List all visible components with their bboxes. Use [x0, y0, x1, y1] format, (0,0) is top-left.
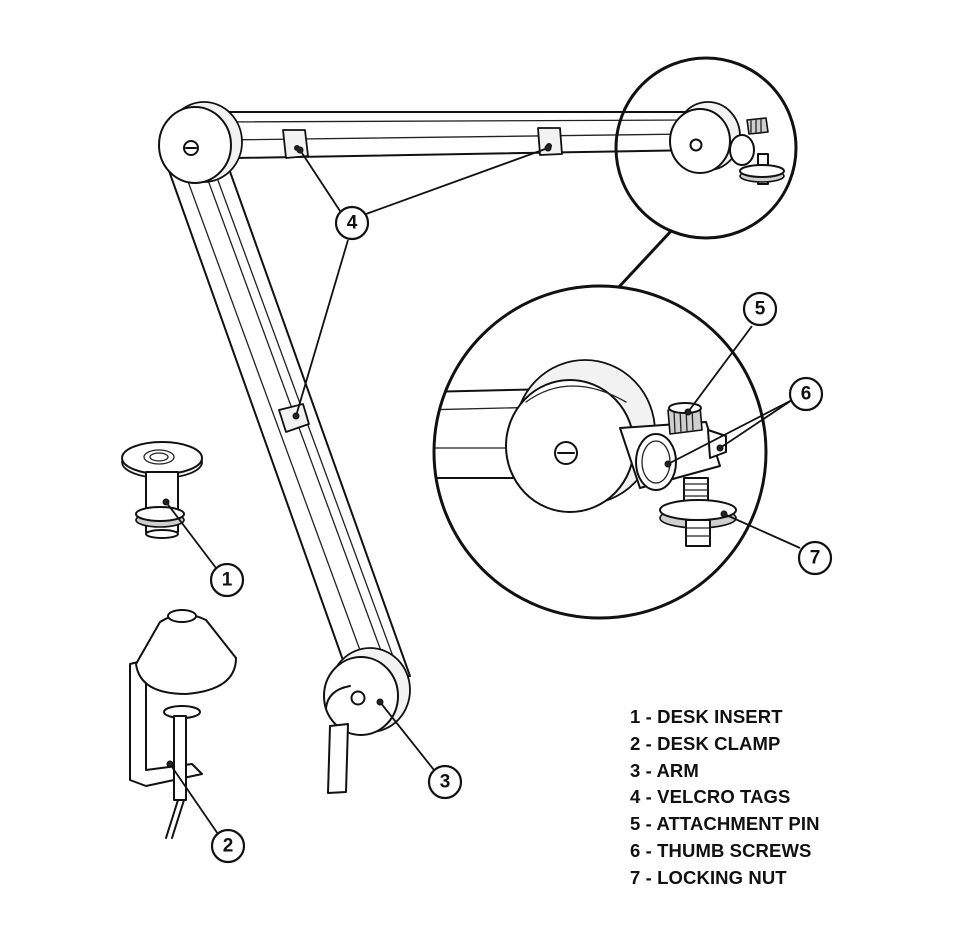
- callout-6: 6: [788, 376, 824, 412]
- callout-4: 4: [334, 205, 370, 241]
- callout-3: 3: [427, 764, 463, 800]
- desk-clamp: [129, 609, 237, 839]
- callout-number-5: 5: [755, 299, 766, 320]
- boom-arm: [158, 101, 785, 794]
- legend-item-velcro-tags: 4 - VELCRO TAGS: [630, 786, 791, 808]
- detail-circle-large: [432, 284, 768, 620]
- legend-item-attachment-pin: 5 - ATTACHMENT PIN: [630, 813, 820, 835]
- callout-number-7: 7: [810, 548, 821, 569]
- callout-number-1: 1: [222, 570, 233, 591]
- velcro-tag-right: [537, 127, 563, 156]
- lower-hinge: [323, 647, 411, 794]
- parts-legend: 1 - DESK INSERT 2 - DESK CLAMP 3 - ARM 4…: [630, 704, 820, 892]
- detail-circle-small: [614, 56, 798, 240]
- callout-7: 7: [797, 540, 833, 576]
- legend-item-desk-clamp: 2 - DESK CLAMP: [630, 732, 781, 754]
- legend-item-thumb-screws: 6 - THUMB SCREWS: [630, 839, 812, 861]
- callout-5: 5: [742, 291, 778, 327]
- callout-2: 2: [210, 828, 246, 864]
- leader-lines: [162, 144, 801, 835]
- legend-item-arm: 3 - ARM: [630, 759, 699, 781]
- callout-number-3: 3: [440, 772, 451, 793]
- callout-number-4: 4: [347, 213, 358, 234]
- zoom-connector: [616, 228, 674, 290]
- legend-item-locking-nut: 7 - LOCKING NUT: [630, 866, 787, 888]
- velcro-tag-left: [282, 129, 309, 159]
- desk-insert: [121, 441, 203, 539]
- callout-1: 1: [209, 562, 245, 598]
- legend-item-desk-insert: 1 - DESK INSERT: [630, 706, 783, 727]
- callout-number-2: 2: [223, 836, 234, 857]
- callout-number-6: 6: [801, 384, 812, 405]
- end-mount-small: [669, 101, 785, 185]
- upper-hinge: [158, 101, 243, 184]
